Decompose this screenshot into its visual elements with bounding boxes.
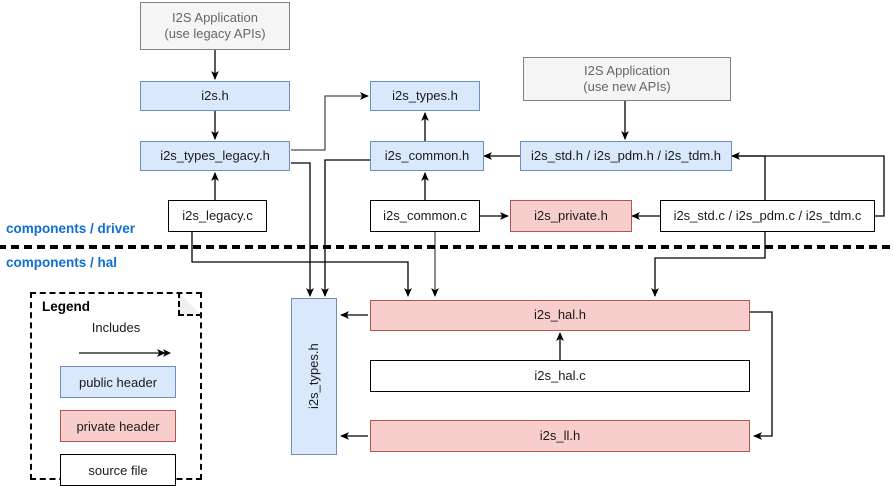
node-i2s-h[interactable]: i2s.h xyxy=(140,81,290,111)
node-i2s-std-pdm-tdm-c[interactable]: i2s_std.c / i2s_pdm.c / i2s_tdm.c xyxy=(660,200,875,232)
node-label: i2s_types.h xyxy=(305,343,321,410)
legend-title: Legend xyxy=(42,299,91,314)
node-i2s-private-h[interactable]: i2s_private.h xyxy=(510,200,632,232)
node-i2s-std-pdm-tdm-h[interactable]: i2s_std.h / i2s_pdm.h / i2s_tdm.h xyxy=(520,141,732,171)
node-label: i2s_std.c / i2s_pdm.c / i2s_tdm.c xyxy=(673,207,862,223)
node-label: i2s_hal.h xyxy=(533,307,587,323)
app-new-line1: I2S Application xyxy=(583,62,670,78)
legend-swatch-label: source file xyxy=(88,462,148,478)
node-label: i2s_std.h / i2s_pdm.h / i2s_tdm.h xyxy=(530,147,722,163)
node-label: i2s_common.c xyxy=(383,207,467,223)
node-i2s-types-h[interactable]: i2s_types.h xyxy=(370,81,480,111)
legend-includes-arrow xyxy=(79,349,172,357)
app-legacy-line1: I2S Application xyxy=(171,9,258,25)
node-label: i2s.h xyxy=(201,87,229,103)
node-label: i2s_ll.h xyxy=(539,427,581,443)
node-i2s-common-c[interactable]: i2s_common.c xyxy=(370,200,480,232)
node-label: i2s_hal.c xyxy=(534,367,586,383)
node-label: i2s_types.h xyxy=(392,87,458,103)
app-new-line2: (use new APIs) xyxy=(583,79,671,94)
legend-swatch-public-header: public header xyxy=(60,366,176,398)
node-i2s-common-h[interactable]: i2s_common.h xyxy=(370,141,484,171)
legend-swatch-source-file: source file xyxy=(60,454,176,486)
app-legacy-line2: (use legacy APIs) xyxy=(164,26,266,41)
divider-label-hal: components / hal xyxy=(6,255,118,270)
legend-swatch-label: private header xyxy=(76,418,160,434)
legend-swatch-label: public header xyxy=(78,374,158,390)
legend-fold-corner xyxy=(178,292,202,316)
node-i2s-types-h-hal[interactable]: i2s_types.h xyxy=(291,298,337,455)
node-label: i2s_types_legacy.h xyxy=(160,147,270,163)
node-i2s-application-legacy[interactable]: I2S Application (use legacy APIs) xyxy=(140,2,290,50)
node-i2s-application-new[interactable]: I2S Application (use new APIs) xyxy=(523,57,731,101)
node-label: i2s_common.h xyxy=(384,147,470,163)
node-i2s-hal-h[interactable]: i2s_hal.h xyxy=(370,300,750,331)
legend-includes-label: Includes xyxy=(91,320,141,335)
legend-swatch-private-header: private header xyxy=(60,410,176,442)
node-label: i2s_legacy.c xyxy=(182,207,253,223)
node-i2s-hal-c[interactable]: i2s_hal.c xyxy=(370,360,750,392)
node-label: i2s_private.h xyxy=(534,207,608,223)
node-i2s-legacy-c[interactable]: i2s_legacy.c xyxy=(168,200,267,232)
node-i2s-types-legacy-h[interactable]: i2s_types_legacy.h xyxy=(140,141,290,171)
legend: Legend Includes public header private he… xyxy=(30,292,202,486)
divider-label-driver: components / driver xyxy=(6,221,136,236)
node-i2s-ll-h[interactable]: i2s_ll.h xyxy=(370,420,750,452)
